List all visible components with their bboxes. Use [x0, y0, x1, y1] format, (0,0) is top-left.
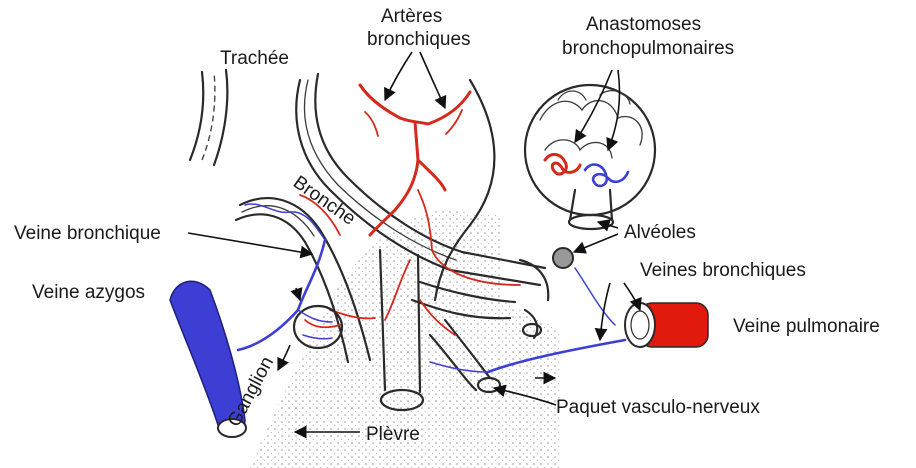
alveoli-magnified — [525, 85, 655, 229]
label-neurovascular-bundle: Paquet vasculo-nerveux — [556, 397, 760, 418]
label-trachea: Trachée — [220, 48, 289, 69]
label-bronchial-arteries-1: Artères — [381, 6, 442, 27]
label-bronchus: Bronche — [289, 172, 359, 230]
alveolus-marker — [553, 248, 573, 268]
label-pleura: Plèvre — [366, 424, 420, 445]
anastomosis-venous — [585, 165, 628, 186]
pulmonary-vein — [625, 303, 708, 347]
label-alveoli: Alvéoles — [624, 222, 696, 243]
label-bronchial-arteries-2: bronchiques — [367, 29, 471, 50]
label-anastomoses-1: Anastomoses — [586, 14, 701, 35]
label-anastomoses-2: bronchopulmonaires — [562, 38, 734, 59]
label-bronchial-vein: Veine bronchique — [14, 223, 161, 244]
anastomosis-arterial — [545, 154, 580, 174]
label-bronchial-veins: Veines bronchiques — [640, 260, 806, 281]
label-azygos-vein: Veine azygos — [32, 282, 145, 303]
trachea — [190, 70, 227, 165]
label-pulmonary-vein: Veine pulmonaire — [733, 316, 880, 337]
